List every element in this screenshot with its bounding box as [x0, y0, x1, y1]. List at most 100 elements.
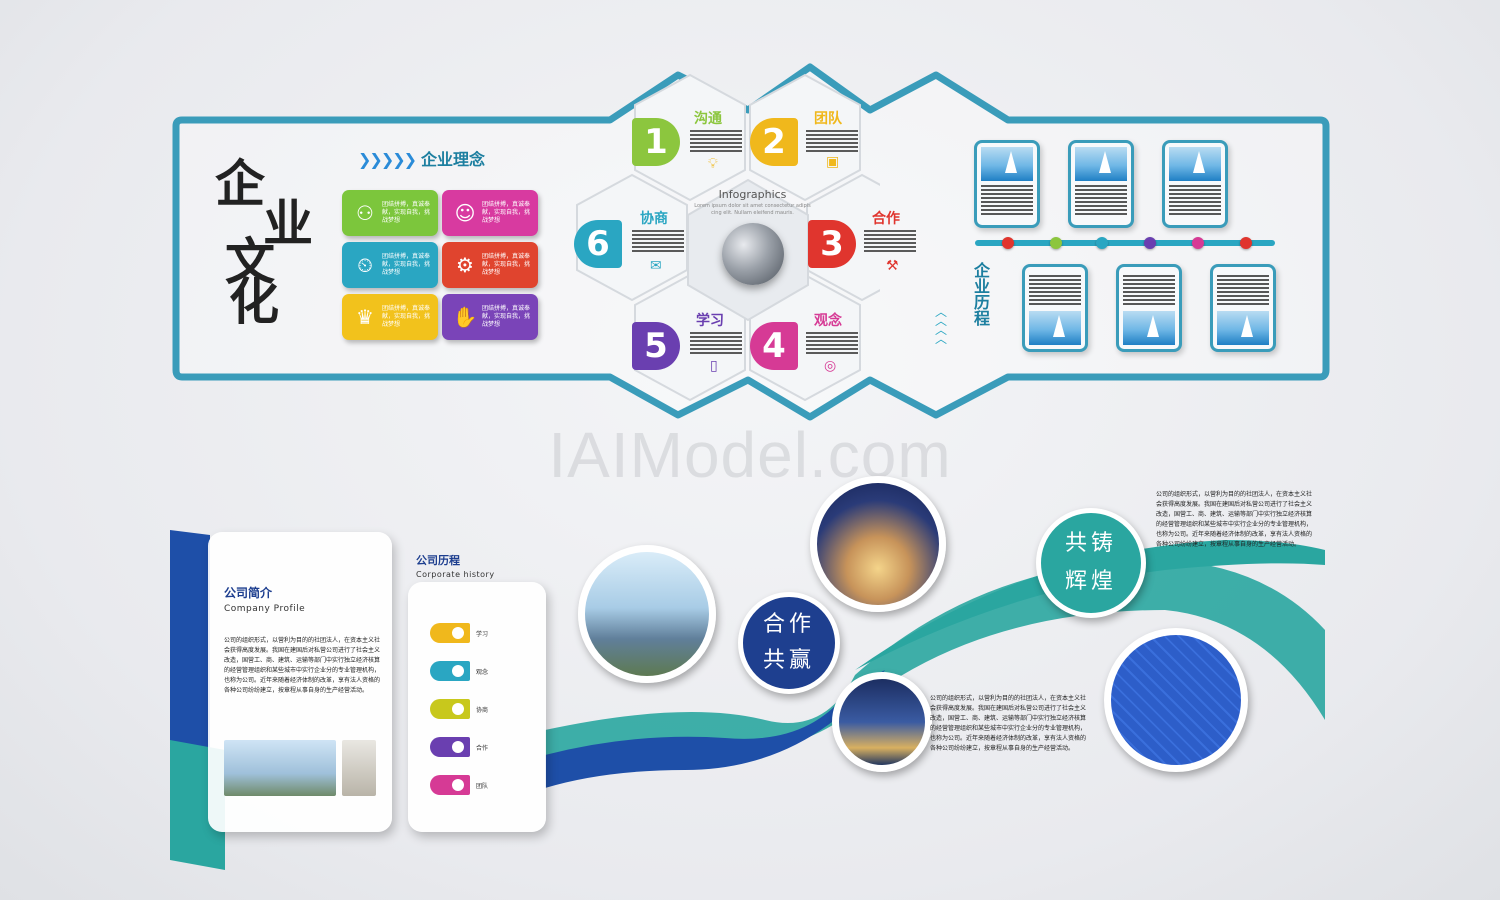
hex-label-5: 学习: [696, 313, 724, 329]
concept-card-1: ⚇ 团结拼搏，真诚奉献，实现自我，挑战梦想: [342, 190, 438, 236]
building-photo: [224, 740, 336, 796]
timeline-dot: [1240, 237, 1252, 249]
history-label: 企业历程: [971, 262, 990, 326]
history-item-3: 协商: [430, 698, 540, 720]
company-profile-panel: 公司简介 Company Profile 公司的组织形式，以营利为目的的社团法人…: [208, 532, 392, 832]
hex-text-6: [632, 230, 684, 252]
sailboat-photo: [1123, 311, 1175, 345]
timeline-bar: [975, 240, 1275, 246]
hex-label-6: 协商: [640, 211, 668, 227]
calligraphy-title: 企 业 文 化: [215, 154, 325, 331]
hammer-icon: ⚒: [886, 258, 899, 274]
sailboat-photo: [1075, 147, 1127, 181]
target-icon: ◎: [824, 358, 837, 374]
hex-label-2: 团队: [814, 111, 842, 127]
pin-icon: [430, 775, 470, 795]
hex-text-5: [690, 332, 742, 354]
pin-icon: [430, 699, 470, 719]
history-card-3: [1162, 140, 1228, 228]
pin-icon: [430, 623, 470, 643]
history-card-text: [1029, 275, 1081, 307]
phone-icon: ▯: [710, 358, 718, 374]
mail-icon: ✉: [650, 258, 662, 274]
concept-heading: ❯❯❯❯❯企业理念: [358, 146, 485, 170]
history-item-5: 团队: [430, 774, 540, 796]
concept-card-text: 团结拼搏，真诚奉献，实现自我，挑战梦想: [382, 253, 431, 276]
hex-text-3: [864, 230, 916, 252]
chevrons-icon: ❯❯❯❯❯: [358, 150, 417, 169]
timeline-dot: [1002, 237, 1014, 249]
concept-card-text: 团结拼搏，真诚奉献，实现自我，挑战梦想: [382, 201, 431, 224]
concept-card-4: ⚙ 团结拼搏，真诚奉献，实现自我，挑战梦想: [442, 242, 538, 288]
profile-subtitle: Company Profile: [224, 604, 306, 614]
concept-card-3: ⏲ 团结拼搏，真诚奉献，实现自我，挑战梦想: [342, 242, 438, 288]
cooperate-win-bubble: 合作共赢: [738, 592, 840, 694]
history-card-4: [1022, 264, 1088, 352]
history-card-text: [981, 185, 1033, 217]
top-right-paragraph: 公司的组织形式，以营利为目的的社团法人，在资本主义社会获得高度发展。我国在建国后…: [1156, 491, 1313, 548]
concept-card-text: 团结拼搏，真诚奉献，实现自我，挑战梦想: [482, 201, 531, 224]
chevrons-up-icon: ︿︿︿︿: [935, 305, 948, 346]
office-building-photo: [578, 545, 716, 683]
pin-icon: [430, 661, 470, 681]
history-card-text: [1169, 185, 1221, 217]
concept-card-text: 团结拼搏，真诚奉献，实现自我，挑战梦想: [482, 253, 531, 276]
hex-number-6: 6: [574, 220, 622, 268]
hex-text-2: [806, 130, 858, 152]
meeting-photo: [342, 740, 376, 796]
infographics-center: Infographics Lorem ipsum dolor sit amet …: [690, 188, 815, 298]
history-card-1: [974, 140, 1040, 228]
bottom-paragraph: 公司的组织形式，以营利为目的的社团法人，在资本主义社会获得高度发展。我国在建国后…: [930, 695, 1087, 752]
calligraphy-char-4: 化: [229, 272, 279, 331]
history-card-5: [1116, 264, 1182, 352]
hex-number-4: 4: [750, 322, 798, 370]
team-icon: ⚇: [356, 201, 374, 225]
globe-icon: [721, 223, 784, 285]
profile-body: 公司的组织形式，以营利为目的的社团法人，在资本主义社会获得高度发展。我国在建国后…: [224, 637, 381, 694]
history-item-4: 合作: [430, 736, 540, 758]
louvre-pyramid-photo: [810, 476, 946, 612]
sailboat-photo: [1217, 311, 1269, 345]
history-card-text: [1123, 275, 1175, 307]
gears-icon: ⚙: [456, 253, 474, 277]
history-card-text: [1075, 185, 1127, 217]
history-card-text: [1217, 275, 1269, 307]
skyscraper-night-photo: [832, 672, 932, 772]
calligraphy-char-1: 企: [215, 154, 265, 213]
hex-number-1: 1: [632, 118, 680, 166]
concept-card-text: 团结拼搏，真诚奉献，实现自我，挑战梦想: [482, 305, 531, 328]
calligraphy-char-2: 业: [263, 194, 313, 253]
history-card-6: [1210, 264, 1276, 352]
history-item-1: 学习: [430, 622, 540, 644]
build-glory-bubble: 共铸辉煌: [1036, 508, 1146, 618]
sailboat-photo: [1169, 147, 1221, 181]
trophy-icon: ♛: [356, 305, 374, 329]
concept-card-5: ♛团结拼搏，真诚奉献，实现自我，挑战梦想: [342, 294, 438, 340]
infographics-title: Infographics: [718, 188, 787, 201]
idea-head-icon: ☺: [454, 201, 476, 225]
sailboat-photo: [981, 147, 1033, 181]
timeline-dot: [1050, 237, 1062, 249]
pin-icon: [430, 737, 470, 757]
hex-number-5: 5: [632, 322, 680, 370]
history-item-2: 观念: [430, 660, 540, 682]
history-card-2: [1068, 140, 1134, 228]
blueprint-photo: [1104, 628, 1248, 772]
concept-title: 企业理念: [421, 150, 486, 169]
infographics-subtitle: Lorem ipsum dolor sit amet consectetur a…: [694, 203, 811, 216]
hex-text-1: [690, 130, 742, 152]
history-title: 公司历程: [416, 554, 460, 567]
concept-card-6: ✋团结拼搏，真诚奉献，实现自我，挑战梦想: [442, 294, 538, 340]
hex-label-1: 沟通: [694, 111, 722, 127]
monitor-icon: ▣: [826, 154, 840, 170]
history-subtitle: Corporate history: [416, 570, 495, 579]
hex-label-4: 观念: [814, 313, 842, 329]
sailboat-photo: [1029, 311, 1081, 345]
calligraphy-char-3: 文: [225, 232, 275, 291]
handshake-icon: ✋: [452, 305, 478, 329]
bulb-icon: 💡︎: [708, 156, 718, 172]
hex-number-3: 3: [808, 220, 856, 268]
person-clock-icon: ⏲: [357, 253, 373, 277]
hex-number-2: 2: [750, 118, 798, 166]
concept-card-2: ☺ 团结拼搏，真诚奉献，实现自我，挑战梦想: [442, 190, 538, 236]
